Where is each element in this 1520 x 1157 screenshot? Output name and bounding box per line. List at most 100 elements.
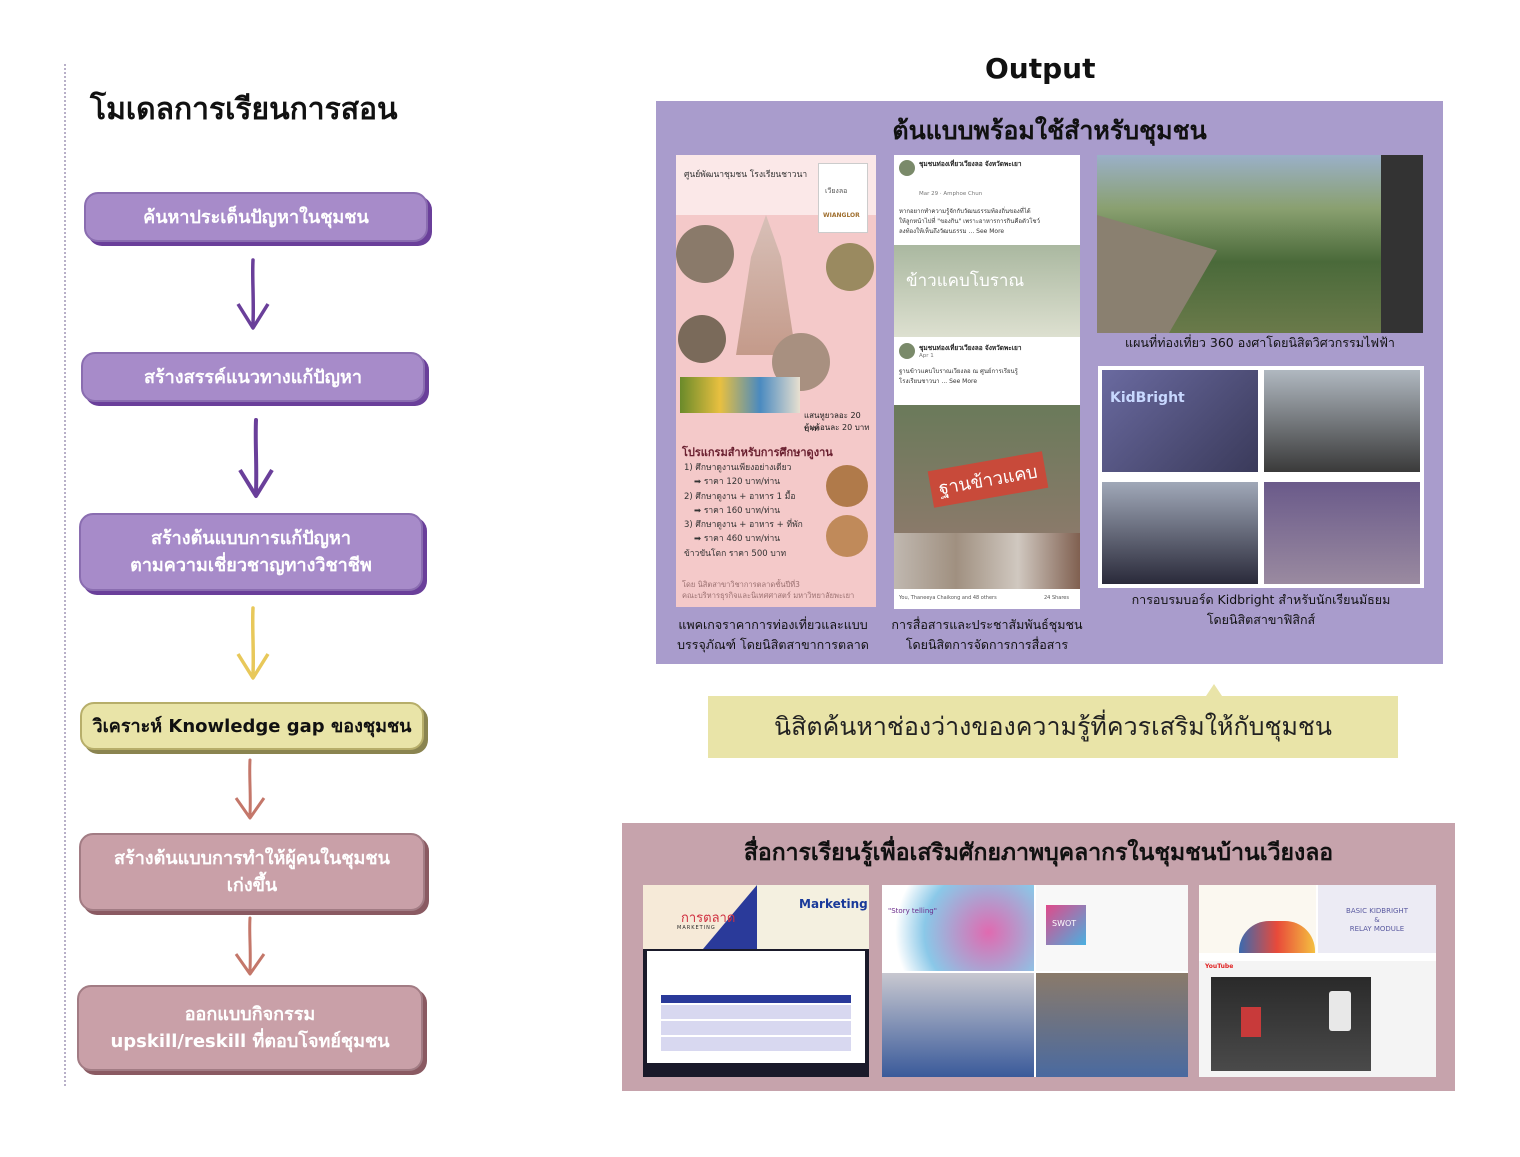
marketing-slide: การตลาด MARKETING bbox=[643, 885, 757, 949]
food-photo bbox=[826, 515, 868, 557]
program-item: 1) ศึกษาดูงานเพียงอย่างเดียว bbox=[684, 463, 792, 473]
photo-row bbox=[894, 533, 1080, 589]
model-title: โมเดลการเรียนการสอน bbox=[90, 92, 398, 127]
prototype-panel: ต้นแบบพร้อมใช้สำหรับชุมชน ศูนย์พัฒนาชุมช… bbox=[656, 101, 1443, 664]
step-label: ค้นหาประเด็นปัญหาในชุมชน bbox=[143, 206, 369, 228]
post-text-line: ฐานข้าวแคบโบราณเวียงลอ ณ ศูนย์การเรียนรู… bbox=[899, 368, 1018, 375]
slide-line: RELAY MODULE bbox=[1349, 925, 1405, 933]
program-item: ➡ ราคา 160 บาท/ท่าน bbox=[694, 505, 781, 516]
callout-pointer bbox=[1206, 684, 1222, 696]
avatar bbox=[899, 160, 915, 176]
post-text: ฐานข้าวแคบโบราณเวียงลอ ณ ศูนย์การเรียนรู… bbox=[899, 367, 1018, 387]
step-upskill-prototype: สร้างต้นแบบการทำให้ผู้คนในชุมชน เก่งขึ้น bbox=[79, 833, 425, 911]
program-item: 3) ศึกษาดูงาน + อาหาร + ที่พัก bbox=[684, 520, 803, 531]
storytelling-swot-image: "Story telling" SWOT bbox=[882, 885, 1188, 1077]
poster-program-list: 1) ศึกษาดูงานเพียงอย่างเดียว ➡ ราคา 120 … bbox=[684, 461, 803, 561]
poster-brand-top: เวียงลอ bbox=[825, 187, 848, 195]
video-player[interactable] bbox=[1211, 977, 1371, 1071]
dotted-divider bbox=[64, 64, 66, 1086]
workshop-photo bbox=[1036, 973, 1188, 1077]
photo-circle bbox=[676, 225, 734, 283]
caption-line: แพคเกจราคาการท่องเที่ยวและแบบ bbox=[678, 617, 868, 632]
step-label-line1: สร้างต้นแบบการแก้ปัญหา bbox=[151, 528, 351, 549]
kidbright-photos: KidBright bbox=[1098, 366, 1424, 588]
step-label: สร้างสรรค์แนวทางแก้ปัญหา bbox=[144, 366, 362, 388]
training-photo bbox=[1102, 482, 1258, 584]
board-shape bbox=[1241, 1007, 1261, 1037]
slide-line: BASIC KIDBRIGHT bbox=[1346, 907, 1408, 915]
poster-brand: WIANGLOR bbox=[823, 212, 860, 219]
marketing-slides-image: การตลาด MARKETING Marketing bbox=[643, 885, 869, 1077]
program-item: 2) ศึกษาดูงาน + อาหาร 1 มื้อ bbox=[684, 491, 796, 502]
post-meta: Apr 1 bbox=[919, 353, 934, 359]
output-title: Output bbox=[985, 52, 1096, 85]
caption-pr: การสื่อสารและประชาสัมพันธ์ชุมชน โดยนิสิต… bbox=[888, 615, 1086, 655]
poster-program-title: โปรแกรมสำหรับการศึกษาดูงาน bbox=[682, 446, 833, 459]
step-build-prototype: สร้างต้นแบบการแก้ปัญหา ตามความเชี่ยวชาญท… bbox=[79, 513, 423, 591]
arrow-down-icon bbox=[234, 916, 266, 976]
post-author: ชุมชนท่องเที่ยวเวียงลอ จังหวัดพะเยา bbox=[919, 160, 1022, 168]
sign-photo: ฐานข้าวแคบ bbox=[894, 405, 1080, 533]
storytelling-slide: "Story telling" bbox=[882, 885, 1034, 971]
poster-footer: โดย นิสิตสาขาวิชาการตลาดชั้นปีที่3 คณะบร… bbox=[682, 579, 854, 601]
program-item: ➡ ราคา 460 บาท/ท่าน bbox=[694, 534, 781, 545]
learning-media-title: สื่อการเรียนรู้เพื่อเสริมศักยภาพบุคลากรใ… bbox=[743, 840, 1334, 866]
photo-circle bbox=[826, 243, 874, 291]
poster-price-2: คุ้มค้อนละ 20 บาท bbox=[804, 423, 870, 432]
program-item: ➡ ราคา 120 บาท/ท่าน bbox=[694, 477, 781, 488]
river bbox=[1097, 215, 1217, 333]
arrow-down-icon bbox=[236, 258, 270, 330]
poster-price-1: แสนหูยวลอะ 20 บาท bbox=[804, 411, 861, 433]
table-header bbox=[661, 995, 851, 1003]
guide-slide bbox=[1199, 885, 1316, 953]
map-360-image bbox=[1097, 155, 1423, 333]
step-label-line1: ออกแบบกิจกรรม bbox=[184, 1004, 316, 1025]
document-slide bbox=[647, 951, 865, 1063]
step-find-problems: ค้นหาประเด็นปัญหาในชุมชน bbox=[84, 192, 428, 242]
kidbright-slide-text: KidBright bbox=[1110, 390, 1185, 406]
phone-shape bbox=[1329, 991, 1351, 1031]
post-text-line: โรงเรียนชาวนา ... See More bbox=[899, 378, 978, 385]
learning-media-panel: สื่อการเรียนรู้เพื่อเสริมศักยภาพบุคลากรใ… bbox=[622, 823, 1455, 1091]
post-text-line: หากอยากทำความรู้จักกับวัฒนธรรมท้องถิ่นขอ… bbox=[899, 208, 1031, 215]
caption-package: แพคเกจราคาการท่องเที่ยวและแบบ บรรจุภัณฑ์… bbox=[668, 615, 878, 655]
product-strip bbox=[680, 377, 800, 413]
marketing-slide: Marketing bbox=[757, 885, 869, 949]
map-thumbnail-strip bbox=[1381, 155, 1423, 333]
sign-text: ฐานข้าวแคบ bbox=[927, 451, 1049, 508]
step-label-line2: เก่งขึ้น bbox=[226, 875, 278, 896]
table-body bbox=[661, 1005, 851, 1053]
step-design-activities: ออกแบบกิจกรรม upskill/reskill ที่ตอบโจทย… bbox=[77, 985, 423, 1071]
program-item: ข้าวขันโตก ราคา 500 บาท bbox=[684, 548, 787, 559]
youtube-logo: YouTube bbox=[1205, 963, 1234, 970]
caption-kidbright: การอบรมบอร์ด Kidbright สำหรับนักเรียนมัธ… bbox=[1098, 590, 1424, 630]
rice-title: ข้าวแคบโบราณ bbox=[906, 271, 1025, 291]
avatar bbox=[899, 343, 915, 359]
post-text-line: ให้ลูกหน้าไปที่ "ของกิน" เพราะอาหารการกิ… bbox=[899, 218, 1040, 225]
training-photo bbox=[1264, 482, 1420, 584]
training-photo: KidBright bbox=[1102, 370, 1258, 472]
post-reactions: You, Thaneeya Chaikong and 48 others bbox=[899, 595, 997, 601]
caption-line: บรรจุภัณฑ์ โดยนิสิตสาขาการตลาด bbox=[677, 637, 869, 652]
poster-header: ศูนย์พัฒนาชุมชน โรงเรียนชาวนา bbox=[684, 170, 808, 180]
marketing-en-text: Marketing bbox=[799, 897, 868, 911]
post-text: หากอยากทำความรู้จักกับวัฒนธรรมท้องถิ่นขอ… bbox=[899, 207, 1040, 237]
arrow-down-icon bbox=[238, 418, 274, 498]
arrow-down-icon bbox=[234, 758, 266, 820]
post-text-line: ลงท้องให้เห็นถึงวัฒนธรรม ... See More bbox=[899, 228, 1005, 235]
storytelling-text: "Story telling" bbox=[888, 907, 937, 915]
step-label-line1: สร้างต้นแบบการทำให้ผู้คนในชุมชน bbox=[114, 848, 390, 869]
youtube-video[interactable]: YouTube bbox=[1199, 961, 1436, 1077]
rice-photo: ข้าวแคบโบราณ bbox=[894, 245, 1080, 337]
kidbright-media-image: BASIC KIDBRIGHT & RELAY MODULE YouTube bbox=[1199, 885, 1436, 1077]
guide-shape bbox=[1239, 921, 1315, 953]
knowledge-gap-callout: นิสิตค้นหาช่องว่างของความรู้ที่ควรเสริมใ… bbox=[708, 696, 1398, 758]
basic-kidbright-slide: BASIC KIDBRIGHT & RELAY MODULE bbox=[1318, 885, 1436, 953]
arrow-down-icon bbox=[236, 606, 270, 680]
step-knowledge-gap: วิเคราะห์ Knowledge gap ของชุมชน bbox=[80, 702, 424, 750]
marketing-th-text: การตลาด bbox=[681, 911, 736, 926]
facebook-post-image: ชุมชนท่องเที่ยวเวียงลอ จังหวัดพะเยา Apr … bbox=[894, 337, 1080, 609]
caption-line: การอบรมบอร์ด Kidbright สำหรับนักเรียนมัธ… bbox=[1131, 592, 1391, 607]
step-label-line2: ตามความเชี่ยวชาญทางวิชาชีพ bbox=[130, 555, 372, 576]
caption-map360: แผนที่ท่องเที่ยว 360 องศาโดยนิสิตวิศวกรร… bbox=[1125, 335, 1395, 350]
